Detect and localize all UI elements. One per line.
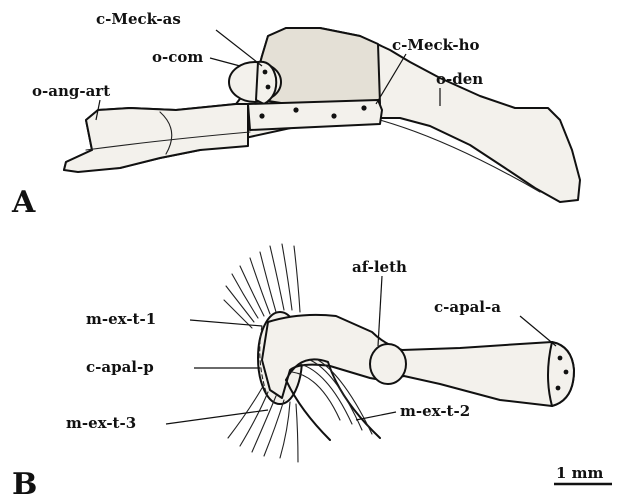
leader-af-leth (378, 276, 382, 346)
label-o-com: o-com (152, 48, 203, 66)
leader-m-ex-t-3 (166, 410, 268, 424)
articular-facet-lateral-ethmoid (370, 344, 406, 384)
panel-a-drawing (64, 28, 580, 202)
label-c-apal-a: c-apal-a (434, 298, 501, 316)
leader-m-ex-t-1 (190, 320, 262, 326)
angular-articular-bone (64, 104, 248, 172)
leader-c-apal-a (520, 316, 556, 346)
cartilage-dot (556, 386, 561, 391)
label-c-meck-as: c-Meck-as (96, 10, 181, 28)
cartilage-dot (558, 356, 563, 361)
cartilage-dot (263, 70, 268, 75)
cartilage-dot (259, 113, 264, 118)
label-o-ang-art: o-ang-art (32, 82, 110, 100)
cartilage-dot (331, 113, 336, 118)
label-c-apal-p: c-apal-p (86, 358, 154, 376)
meckel-cartilage-horizontal (248, 100, 382, 130)
scale-bar: 1 mm (554, 464, 612, 484)
scale-bar-label: 1 mm (556, 464, 604, 482)
leader-c-meck-as (216, 30, 262, 66)
panel-label-b: B (12, 467, 37, 501)
label-af-leth: af-leth (352, 258, 407, 276)
leader-m-ex-t-2 (356, 412, 396, 420)
label-c-meck-ho: c-Meck-ho (392, 36, 480, 54)
leader-o-com (210, 58, 240, 66)
cartilage-dot (293, 107, 298, 112)
label-m-ex-t-3: m-ex-t-3 (66, 414, 136, 432)
cartilage-dot (266, 85, 271, 90)
cartilage-apal-anterior (548, 342, 574, 406)
cartilage-dot (564, 370, 569, 375)
label-m-ex-t-2: m-ex-t-2 (400, 402, 470, 420)
label-o-den: o-den (436, 70, 483, 88)
panel-label-a: A (11, 185, 36, 220)
cartilage-dot (361, 105, 366, 110)
label-m-ex-t-1: m-ex-t-1 (86, 310, 156, 328)
panel-b-drawing (224, 244, 574, 462)
